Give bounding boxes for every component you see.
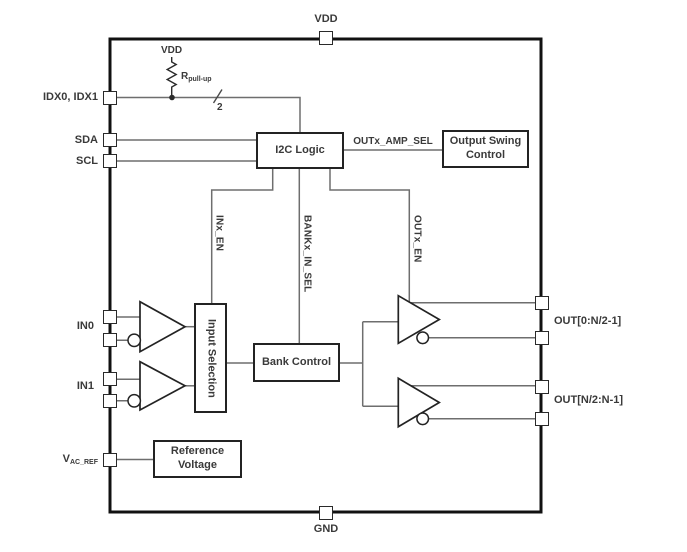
pin-out2-neg bbox=[535, 411, 549, 426]
pin-in0-neg bbox=[103, 333, 117, 348]
pin-gnd bbox=[319, 505, 333, 520]
wire-inx-en bbox=[210, 169, 274, 303]
outx-en-label: OUTx_EN bbox=[411, 215, 423, 263]
pin-idx bbox=[103, 90, 117, 105]
wire-idx-bus bbox=[110, 96, 301, 132]
pin-out2-pos bbox=[535, 379, 549, 394]
pullup-vdd-label: VDD bbox=[160, 45, 183, 56]
block-input-selection: Input Selection bbox=[194, 303, 227, 413]
out-upper-label: OUT[0:N/2-1] bbox=[554, 314, 622, 327]
vacref-label-sub: AC_REF bbox=[69, 458, 98, 466]
input-buffer-2 bbox=[139, 360, 187, 412]
bus-width-slash bbox=[212, 89, 223, 104]
pin-vdd-top bbox=[319, 30, 333, 45]
in0-label: IN0 bbox=[76, 320, 94, 332]
pin-sda bbox=[103, 133, 117, 147]
pullup-resistor-label: Rpull-up bbox=[181, 71, 212, 84]
resistor-pullup bbox=[165, 57, 178, 98]
inversion-bubble-in1 bbox=[127, 393, 142, 408]
gnd-label: GND bbox=[313, 523, 339, 535]
output-buffer-1 bbox=[397, 294, 441, 345]
block-bank-control: Bank Control bbox=[253, 343, 340, 382]
pullup-resistor-base: R bbox=[181, 70, 189, 82]
input-selection-label: Input Selection bbox=[205, 318, 218, 398]
bankx-in-sel-label: BANKx_IN_SEL bbox=[301, 215, 313, 293]
pin-in1-neg bbox=[103, 393, 117, 408]
outx-amp-sel-label: OUTx_AMP_SEL bbox=[353, 136, 433, 147]
bus-width-label: 2 bbox=[217, 101, 223, 113]
out-lower-label: OUT[N/2:N-1] bbox=[554, 394, 624, 406]
inversion-bubble-out2 bbox=[416, 412, 430, 426]
reference-voltage-label: Reference Voltage bbox=[170, 445, 225, 471]
wire-bank-to-output-buffers bbox=[340, 320, 399, 408]
pullup-resistor-sub: pull-up bbox=[188, 75, 212, 83]
pin-scl bbox=[103, 154, 117, 168]
pin-in0-pos bbox=[103, 310, 117, 324]
i2c-logic-label: I2C Logic bbox=[275, 143, 325, 156]
bank-control-label: Bank Control bbox=[261, 355, 332, 368]
pin-out1-pos bbox=[535, 296, 549, 310]
vacref-label: VAC_REF bbox=[16, 453, 98, 467]
block-reference-voltage: Reference Voltage bbox=[153, 440, 242, 478]
vdd-top-label: VDD bbox=[314, 13, 338, 25]
block-i2c-logic: I2C Logic bbox=[256, 132, 344, 169]
pin-in1-pos bbox=[103, 372, 117, 387]
input-buffer-1 bbox=[139, 300, 187, 354]
wire-outx-en bbox=[329, 169, 411, 302]
scl-label: SCL bbox=[76, 155, 98, 167]
pin-vacref bbox=[103, 452, 117, 467]
inx-en-label: INx_EN bbox=[213, 215, 225, 252]
vacref-label-base: V bbox=[62, 452, 70, 465]
output-swing-control-label: Output Swing Control bbox=[449, 135, 522, 161]
in1-label: IN1 bbox=[76, 380, 94, 392]
inversion-bubble-out1 bbox=[416, 331, 430, 345]
pin-out1-neg bbox=[535, 330, 549, 345]
sda-label: SDA bbox=[74, 134, 98, 146]
block-output-swing-control: Output Swing Control bbox=[442, 130, 529, 168]
inversion-bubble-in0 bbox=[127, 333, 142, 348]
junction-dot bbox=[169, 94, 175, 101]
idx-label: IDX0, IDX1 bbox=[42, 91, 98, 103]
